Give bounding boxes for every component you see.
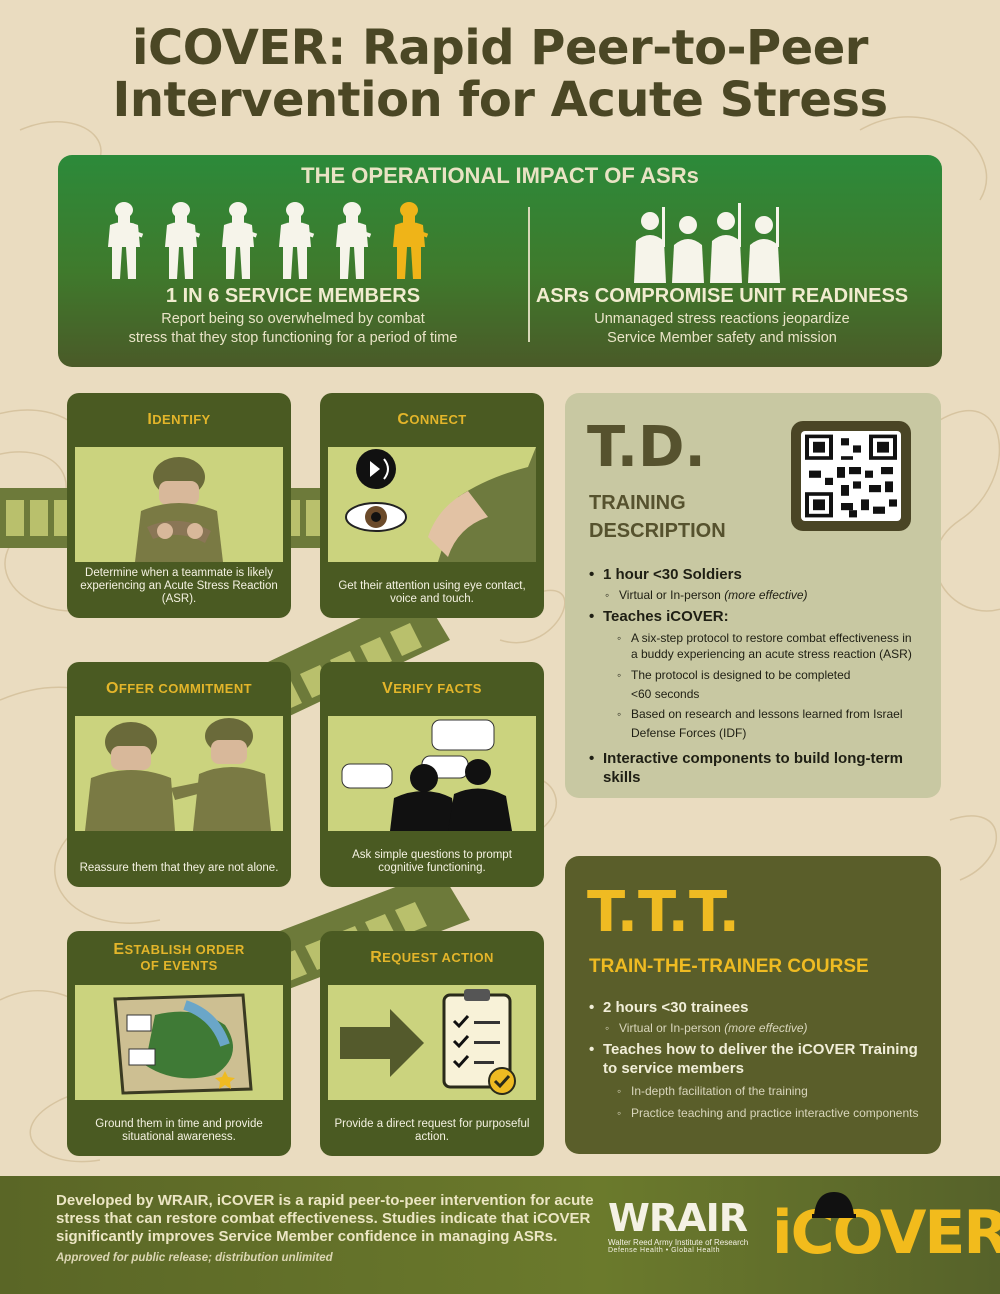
td-bullet: Interactive components to build long-ter… bbox=[589, 749, 919, 787]
td-sub-bullet: Based on research and lessons learned fr… bbox=[589, 705, 919, 743]
step-title: FFER COMMITMENT bbox=[118, 681, 252, 696]
td-sub-bullet: A six-step protocol to restore combat ef… bbox=[589, 630, 919, 662]
step-illustration bbox=[328, 447, 536, 562]
speech-icon bbox=[356, 449, 396, 489]
impact-left-line-2: stress that they stop functioning for a … bbox=[128, 330, 458, 346]
step-first-letter: R bbox=[370, 949, 383, 966]
wrair-subtitle: Walter Reed Army Institute of Research bbox=[608, 1238, 749, 1247]
soldier-silhouette-icon bbox=[222, 202, 258, 279]
title-line-1: iCOVER: Rapid Peer-to-Peer bbox=[132, 20, 868, 76]
ttt-sub-bullet: Practice teaching and practice interacti… bbox=[589, 1105, 919, 1121]
step-first-letter: V bbox=[382, 680, 394, 697]
train-the-trainer-panel: T.T.T. TRAIN-THE-TRAINER COURSE 2 hours … bbox=[565, 856, 941, 1154]
td-sub-bullet: Virtual or In-person (more effective) bbox=[589, 587, 919, 603]
step-illustration bbox=[328, 985, 536, 1100]
step-title: EQUEST ACTION bbox=[382, 950, 494, 965]
icover-wordmark: iCOVER bbox=[772, 1198, 1000, 1268]
step-title: STABLISH ORDER bbox=[124, 942, 245, 957]
step-caption: Reassure them that they are not alone. bbox=[79, 862, 279, 874]
icover-logo: iCOVER bbox=[772, 1190, 1000, 1270]
wrair-tagline: Defense Health • Global Health bbox=[608, 1247, 721, 1254]
ttt-heading: T.T.T. bbox=[587, 880, 740, 945]
ttt-bullet-list: 2 hours <30 trainees Virtual or In-perso… bbox=[589, 994, 919, 1121]
impact-right-headline: ASRs COMPROMISE UNIT READINESS bbox=[535, 285, 909, 307]
ttt-subtitle: TRAIN-THE-TRAINER COURSE bbox=[589, 956, 869, 977]
operational-impact-banner: THE OPERATIONAL IMPACT OF ASRs 1 IN 6 SE… bbox=[58, 155, 942, 367]
step-illustration bbox=[75, 447, 283, 562]
title-line-2: Intervention for Acute Stress bbox=[112, 72, 888, 128]
step-caption: Ask simple questions to prompt cognitive… bbox=[352, 849, 512, 874]
questions-silhouette-icon bbox=[341, 719, 512, 831]
step-title: DENTIFY bbox=[152, 412, 211, 427]
map-icon bbox=[113, 993, 253, 1095]
wrair-logo: WRAIR Walter Reed Army Institute of Rese… bbox=[608, 1196, 758, 1254]
impact-right-line-2: Service Member safety and mission bbox=[607, 330, 837, 346]
clipboard-icon bbox=[442, 989, 516, 1095]
td-sub-bullet: The protocol is designed to be completed… bbox=[589, 666, 919, 704]
step-illustration bbox=[328, 716, 536, 831]
td-heading: T.D. bbox=[587, 415, 706, 480]
step-caption: Get their attention using eye contact, v… bbox=[338, 580, 526, 605]
qr-code-icon[interactable] bbox=[791, 421, 911, 531]
impact-heading: THE OPERATIONAL IMPACT OF ASRs bbox=[301, 163, 699, 188]
ttt-sub-bullet: Virtual or In-person (more effective) bbox=[589, 1020, 919, 1036]
step-first-letter: C bbox=[397, 411, 410, 428]
impact-divider bbox=[528, 207, 530, 342]
soldier-silhouette-icon bbox=[279, 202, 315, 279]
ttt-bullet: 2 hours <30 trainees bbox=[589, 998, 919, 1017]
affected-soldier-icon bbox=[393, 202, 429, 279]
footer: Developed by WRAIR, iCOVER is a rapid pe… bbox=[0, 1176, 1000, 1294]
impact-right-line-1: Unmanaged stress reactions jeopardize bbox=[594, 311, 850, 327]
squad-silhouette-icon bbox=[634, 203, 780, 283]
footer-description: Developed by WRAIR, iCOVER is a rapid pe… bbox=[56, 1192, 594, 1245]
page-title: iCOVER: Rapid Peer-to-Peer Intervention … bbox=[0, 22, 1000, 126]
step-caption: Determine when a teammate is likely expe… bbox=[80, 567, 278, 605]
td-bullet-list: 1 hour <30 Soldiers Virtual or In-person… bbox=[589, 561, 919, 787]
step-illustration bbox=[75, 985, 283, 1100]
arrow-right-icon bbox=[340, 1009, 424, 1077]
step-title-line-2: OF EVENTS bbox=[140, 958, 218, 973]
impact-left-column: 1 IN 6 SERVICE MEMBERS Report being so o… bbox=[68, 285, 518, 348]
training-description-panel: T.D. TRAINING DESCRIPTION 1 hour bbox=[565, 393, 941, 798]
td-bullet: 1 hour <30 Soldiers bbox=[589, 565, 919, 584]
step-caption: Ground them in time and provide situatio… bbox=[95, 1118, 263, 1143]
helmet-icon bbox=[812, 1192, 856, 1218]
distressed-soldier-icon bbox=[135, 457, 223, 562]
td-bullet: Teaches iCOVER: bbox=[589, 607, 919, 626]
step-first-letter: I bbox=[147, 411, 153, 428]
step-title: ONNECT bbox=[409, 412, 467, 427]
step-first-letter: E bbox=[113, 941, 125, 958]
soldier-silhouette-icon bbox=[108, 202, 144, 279]
wrair-wordmark: WRAIR bbox=[608, 1196, 748, 1240]
soldier-silhouette-icon bbox=[165, 202, 201, 279]
soldiers-reassuring-icon bbox=[85, 718, 271, 831]
ttt-sub-bullet: In-depth facilitation of the training bbox=[589, 1082, 919, 1101]
impact-left-line-1: Report being so overwhelmed by combat bbox=[161, 311, 425, 327]
step-illustration bbox=[75, 716, 283, 831]
td-subtitle-1: TRAINING bbox=[589, 492, 686, 514]
ttt-bullet: Teaches how to deliver the iCOVER Traini… bbox=[589, 1040, 919, 1078]
step-caption: Provide a direct request for purposeful … bbox=[334, 1118, 530, 1143]
step-first-letter: O bbox=[106, 680, 119, 697]
soldier-silhouette-icon bbox=[336, 202, 372, 279]
impact-left-headline: 1 IN 6 SERVICE MEMBERS bbox=[165, 285, 421, 307]
td-subtitle-2: DESCRIPTION bbox=[589, 520, 726, 542]
impact-right-column: ASRs COMPROMISE UNIT READINESS Unmanaged… bbox=[502, 285, 942, 348]
step-title: ERIFY FACTS bbox=[393, 681, 482, 696]
approval-note: Approved for public release; distributio… bbox=[56, 1252, 333, 1264]
eye-icon bbox=[345, 502, 407, 532]
qr-code-pattern bbox=[805, 434, 897, 518]
